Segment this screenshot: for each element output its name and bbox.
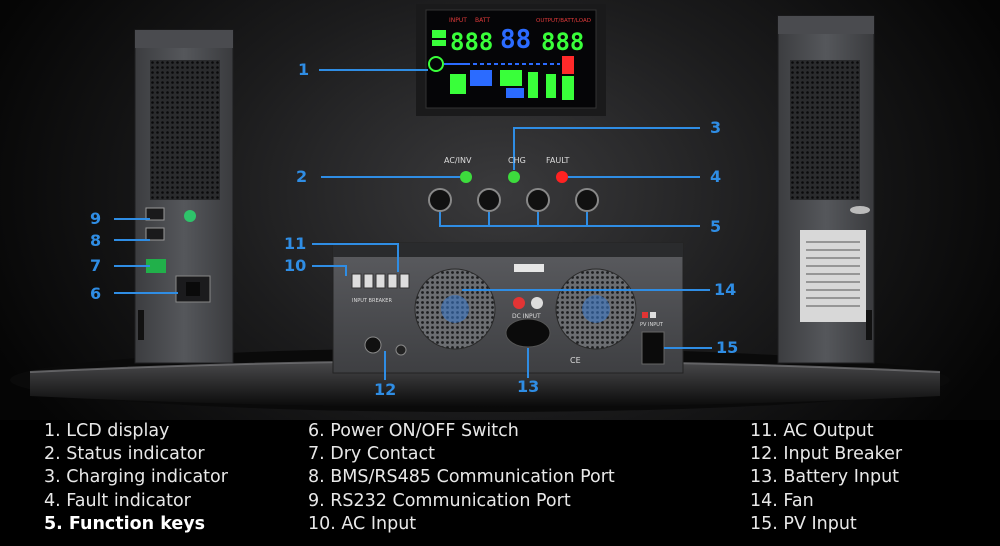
legend-column-1: 1. LCD display 2. Status indicator 3. Ch… xyxy=(44,420,228,536)
lcd-batt-label: BATT xyxy=(475,17,490,24)
callout-4: 4 xyxy=(710,167,722,186)
legend-item: 3. Charging indicator xyxy=(44,467,228,488)
ce-mark: CE xyxy=(570,356,581,365)
spec-label xyxy=(800,230,866,322)
legend-column-3: 11. AC Output 12. Input Breaker 13. Batt… xyxy=(750,420,902,536)
bms-port xyxy=(145,227,165,241)
callout-10: 10 xyxy=(284,256,307,275)
legend-item: 8. BMS/RS485 Communication Port xyxy=(308,467,615,488)
legend-item: 10. AC Input xyxy=(308,513,417,534)
lcd-input-label: INPUT xyxy=(449,17,467,24)
lcd-pv-icon xyxy=(450,74,466,94)
scene-illustration: INPUT BATT OUTPUT/BATT/LOAD 888 88 888 xyxy=(29,4,941,407)
legend-item: 12. Input Breaker xyxy=(750,444,903,465)
dry-contact-terminal xyxy=(146,259,166,273)
pv-input-label: PV INPUT xyxy=(640,322,663,328)
dc-plus xyxy=(513,297,525,309)
lcd-panel: INPUT BATT OUTPUT/BATT/LOAD 888 88 888 xyxy=(416,4,606,116)
callout-7: 7 xyxy=(90,256,102,275)
lcd-center-digits: 88 xyxy=(500,25,531,55)
callout-3: 3 xyxy=(710,118,722,137)
battery-input-port xyxy=(505,318,551,348)
status-indicators xyxy=(460,171,568,183)
right-unit xyxy=(777,15,875,364)
dc-minus xyxy=(531,297,543,309)
input-breaker xyxy=(364,336,382,354)
legend-item: 2. Status indicator xyxy=(44,444,205,465)
legend-item: 5. Function keys xyxy=(44,513,206,534)
legend-item: 14. Fan xyxy=(750,490,814,511)
legend-item: 6. Power ON/OFF Switch xyxy=(308,421,519,441)
callout-5: 5 xyxy=(710,217,722,236)
legend: 1. LCD display 2. Status indicator 3. Ch… xyxy=(0,420,1000,546)
pv-input-port xyxy=(641,331,665,365)
callout-6: 6 xyxy=(90,284,102,303)
lcd-left-digits: 888 xyxy=(450,28,493,56)
chg-led xyxy=(508,171,520,183)
callout-2: 2 xyxy=(296,167,308,186)
fault-label: FAULT xyxy=(546,156,570,165)
callout-15: 15 xyxy=(716,338,739,357)
ac-inv-label: AC/INV xyxy=(444,156,472,165)
callout-8: 8 xyxy=(90,231,102,250)
callout-lines xyxy=(114,69,712,380)
callout-9: 9 xyxy=(90,209,102,228)
callout-1: 1 xyxy=(298,60,310,79)
fault-led xyxy=(556,171,568,183)
lcd-output-label: OUTPUT/BATT/LOAD xyxy=(536,18,591,24)
legend-item: 9. RS232 Communication Port xyxy=(308,490,571,511)
callout-11: 11 xyxy=(284,234,307,253)
legend-item: 15. PV Input xyxy=(750,513,857,534)
lcd-right-digits: 888 xyxy=(541,28,584,56)
callout-12: 12 xyxy=(374,380,397,399)
left-unit-green-dot xyxy=(184,210,196,222)
legend-item: 1. LCD display xyxy=(44,421,170,441)
platform xyxy=(30,361,940,407)
input-breaker-label: INPUT BREAKER xyxy=(352,298,392,304)
callout-13: 13 xyxy=(517,377,540,396)
chg-label: CHG xyxy=(508,156,526,165)
callout-14: 14 xyxy=(714,280,737,299)
legend-item: 11. AC Output xyxy=(750,421,874,441)
legend-item: 13. Battery Input xyxy=(750,467,900,488)
ac-inv-led xyxy=(460,171,472,183)
left-unit xyxy=(134,29,234,364)
legend-item: 4. Fault indicator xyxy=(44,490,191,511)
function-keys xyxy=(428,188,599,212)
legend-item: 7. Dry Contact xyxy=(308,444,435,465)
rs232-port xyxy=(145,207,165,221)
legend-column-2: 6. Power ON/OFF Switch 7. Dry Contact 8.… xyxy=(308,420,615,536)
dc-input-label: DC INPUT xyxy=(512,313,541,320)
